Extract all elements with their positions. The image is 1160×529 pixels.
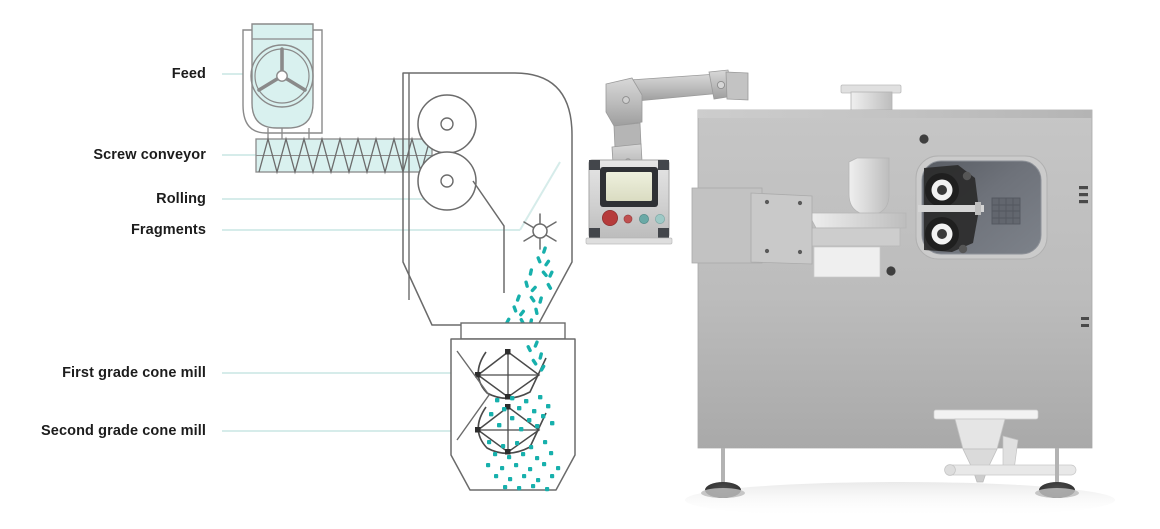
label-rolling: Rolling: [156, 191, 206, 207]
cone-mill-tower: [450, 338, 576, 491]
roller-compactor-enclosure: [402, 72, 573, 326]
second-mill-bowl: [477, 406, 547, 455]
first-mill-node-top: [505, 349, 511, 355]
cabinet-top-edge: [698, 110, 1092, 118]
flake-breaker: [523, 213, 557, 250]
label-second-cone-mill: Second grade cone mill: [41, 423, 206, 439]
access-plate-bolt-br: [797, 249, 803, 255]
compactor-outline: [402, 72, 573, 326]
panel-corner-br: [658, 228, 669, 238]
internal-roller-assembly: [918, 165, 984, 254]
crossbar-end-left: [944, 464, 956, 476]
label-first-cone-mill: First grade cone mill: [62, 365, 206, 381]
left-access-plate-inner: [750, 192, 813, 265]
indicator-red-light[interactable]: [623, 214, 633, 224]
screw-conveyor-flight: [258, 136, 431, 175]
leg-right-post: [1055, 448, 1059, 486]
leg-left-foot-base: [701, 488, 745, 498]
leg-left-post: [721, 448, 725, 486]
emergency-stop-button[interactable]: [602, 209, 619, 226]
feed-chute-horizontal: [807, 212, 907, 229]
hmi-screen[interactable]: [606, 172, 652, 201]
second-mill-node-top: [505, 404, 511, 410]
panel-corner-bl: [589, 228, 600, 238]
second-mill-node-bottom: [505, 449, 511, 455]
first-mill-node-bottom: [505, 394, 511, 400]
arm-body-mount: [725, 71, 749, 101]
feed-hopper-assembly: [242, 23, 323, 140]
mill-chute-wall: [456, 350, 490, 441]
panel-corner-tl: [589, 160, 600, 170]
transfer-neck: [460, 322, 566, 340]
arm-upper-beam: [629, 73, 723, 102]
access-plate-bolt-tl: [764, 199, 770, 205]
second-mill-node-left: [475, 427, 481, 433]
machine-leg-left: [701, 448, 745, 498]
internal-upper-roller-hub: [937, 185, 947, 195]
granule-stream-discharge: [486, 440, 561, 492]
panel-base-plate: [585, 237, 673, 245]
machine-cabinet: [691, 84, 1093, 498]
cabinet-bolt-lower: [886, 266, 896, 276]
start-button[interactable]: [639, 214, 649, 224]
cabinet-bolt-upper: [919, 134, 929, 144]
panel-corner-tr: [658, 160, 669, 170]
roller-mount-boss-bottom: [958, 244, 968, 254]
leg-right-foot-base: [1035, 488, 1079, 498]
screw-conveyor-assembly: [255, 136, 433, 175]
arm-elbow-pivot: [622, 96, 630, 104]
reset-button[interactable]: [655, 214, 665, 224]
rotary-valve-hub: [276, 70, 288, 82]
label-feed: Feed: [172, 66, 206, 82]
arm-right-pivot: [716, 80, 726, 90]
label-screw-conveyor: Screw conveyor: [93, 147, 206, 163]
discharge-shelf: [933, 409, 1039, 420]
ribbon-chute: [472, 180, 505, 293]
first-mill-node-left: [475, 372, 481, 378]
machine-leg-right: [1035, 448, 1079, 498]
upper-roller-shaft: [440, 117, 454, 131]
feed-chute-lower: [809, 227, 901, 247]
transfer-neck-body: [460, 322, 566, 340]
label-group: Feed Screw conveyor Rolling Fragments Fi…: [41, 66, 206, 439]
access-plate-bolt-bl: [764, 248, 770, 254]
access-plate-bolt-tr: [797, 200, 803, 206]
cone-mill-tower-outline: [450, 338, 576, 491]
roller-feed-blade-tip: [975, 202, 981, 215]
lower-duct-panel: [813, 246, 881, 278]
inlet-chute-vertical: [848, 157, 890, 218]
discharge-cone: [954, 418, 1006, 450]
label-fragments: Fragments: [131, 222, 206, 238]
rotary-valve-outer-ring: [250, 44, 314, 108]
internal-lower-roller-hub: [937, 229, 947, 239]
lower-roller-shaft: [440, 174, 454, 188]
roller-mount-boss-top: [962, 171, 972, 181]
right-side-vents: [1079, 186, 1089, 327]
screen-mesh-patch: [991, 197, 1021, 225]
leader-line-fragments-diag: [519, 161, 561, 231]
floor-shadow: [685, 482, 1115, 518]
control-panel[interactable]: [585, 159, 673, 245]
left-access-plate: [691, 187, 763, 264]
flake-breaker-hub: [532, 223, 548, 239]
granule-stream-between-mills: [489, 395, 555, 432]
granule-stream-into-first-mill: [526, 340, 546, 372]
roller-feed-blade: [918, 205, 984, 212]
